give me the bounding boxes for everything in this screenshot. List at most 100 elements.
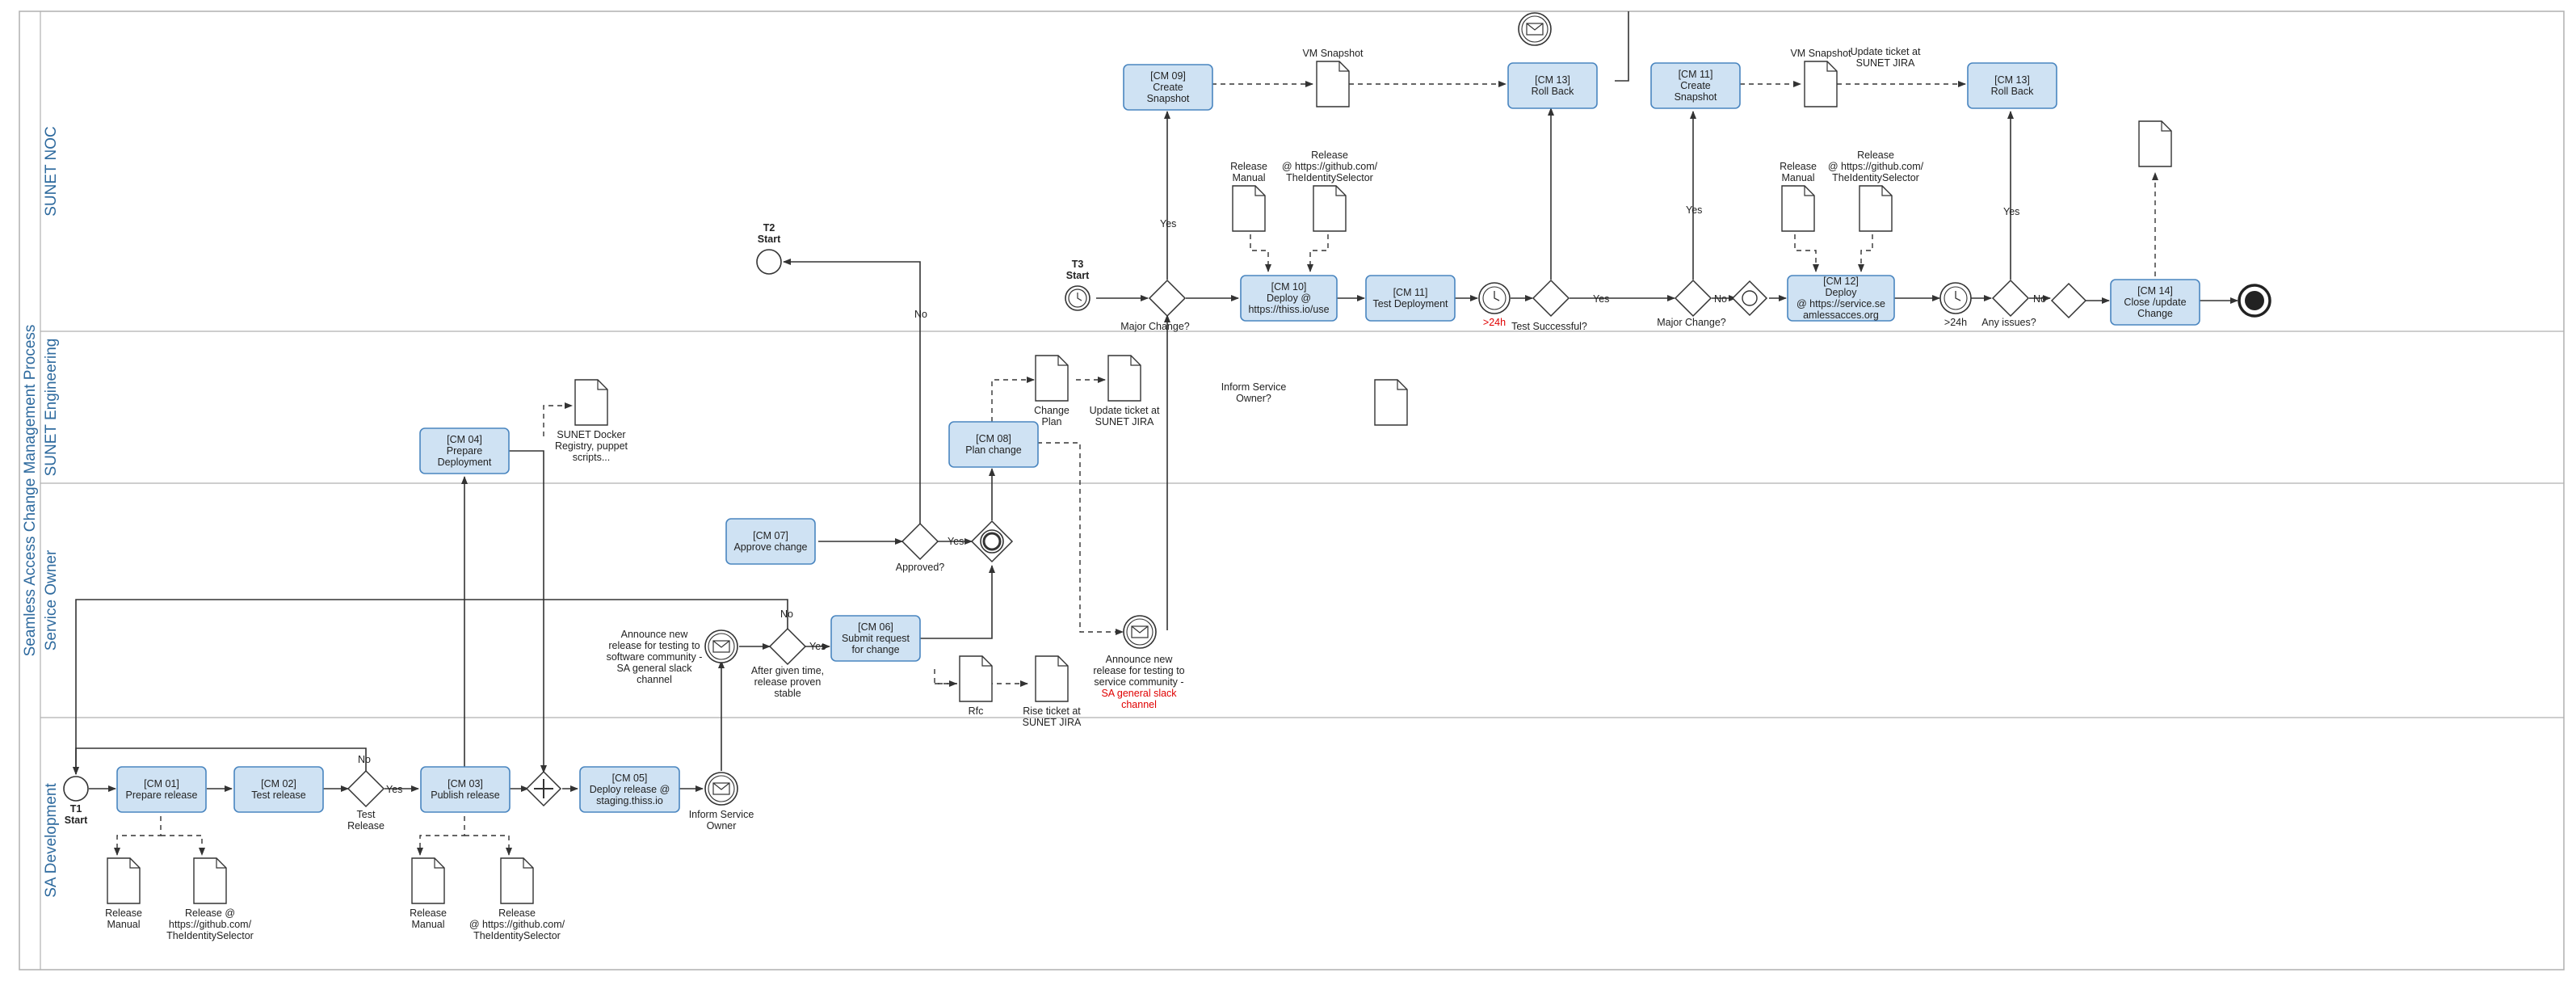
start-event-circle[interactable] [63, 776, 89, 802]
task-cm02[interactable]: [CM 02]Test release [233, 766, 324, 813]
gateway-diamond[interactable] [1532, 279, 1570, 318]
document-icon[interactable] [500, 857, 534, 904]
gateway-g-test-success[interactable]: Test Successful? [1511, 279, 1587, 332]
data-object-d-eng-blank[interactable] [1374, 379, 1408, 426]
task-cm10[interactable]: [CM 10]Deploy @https://thiss.io/use [1240, 275, 1338, 322]
document-icon[interactable] [1035, 355, 1069, 402]
task-cm13b[interactable]: [CM 13]Roll Back [1967, 62, 2057, 109]
task-box[interactable] [725, 518, 816, 565]
gateway-g-issues[interactable]: Any issues? [1981, 279, 2036, 328]
data-object-d-dev-github[interactable]: Release @https://github.com/TheIdentityS… [166, 857, 254, 941]
message-event[interactable] [704, 629, 738, 663]
task-box[interactable] [830, 615, 921, 662]
message-event[interactable] [704, 772, 738, 806]
task-box[interactable] [1365, 275, 1456, 322]
task-cm05[interactable]: [CM 05]Deploy release @staging.thiss.io [579, 766, 680, 813]
message-event[interactable] [1123, 615, 1157, 649]
document-icon[interactable] [193, 857, 227, 904]
task-cm08[interactable]: [CM 08]Plan change [948, 421, 1039, 468]
gateway-diamond[interactable] [347, 769, 385, 808]
document-icon[interactable] [1804, 61, 1838, 107]
gateway-diamond[interactable] [1731, 280, 1768, 317]
task-box[interactable] [1787, 275, 1895, 322]
data-object-d-rfc[interactable]: Rfc [959, 655, 993, 717]
task-cm01[interactable]: [CM 01]Prepare release [116, 766, 207, 813]
gateway-g-major2[interactable]: Major Change? [1657, 279, 1726, 328]
task-box[interactable] [579, 766, 680, 813]
task-box[interactable] [1123, 64, 1213, 111]
data-object-d-close-doc[interactable] [2138, 120, 2172, 167]
document-icon[interactable] [1781, 185, 1815, 232]
task-box[interactable] [420, 766, 511, 813]
data-object-d-pub-github[interactable]: Release@ https://github.com/TheIdentityS… [469, 857, 565, 941]
task-box[interactable] [2110, 279, 2200, 326]
gateway-diamond[interactable] [1148, 279, 1187, 318]
timer-event[interactable] [1939, 282, 1972, 314]
task-cm11a[interactable]: [CM 11]Test Deployment [1365, 275, 1456, 322]
document-icon[interactable] [1313, 185, 1347, 232]
task-cm03[interactable]: [CM 03]Publish release [420, 766, 511, 813]
task-box[interactable] [1507, 62, 1598, 109]
document-icon[interactable] [1859, 185, 1893, 232]
message-event[interactable] [1518, 12, 1552, 46]
document-icon[interactable] [1107, 355, 1141, 402]
data-object-d-noc-github2[interactable]: Release@ https://github.com/TheIdentityS… [1828, 149, 1924, 232]
task-box[interactable] [1650, 62, 1741, 109]
task-cm13a[interactable]: [CM 13]Roll Back [1507, 62, 1598, 109]
gateway-diamond[interactable] [1991, 279, 2030, 318]
gateway-diamond[interactable] [768, 627, 807, 666]
gateway-diamond[interactable] [1674, 279, 1712, 318]
document-icon[interactable] [2138, 120, 2172, 167]
document-icon[interactable] [1374, 379, 1408, 426]
document-icon[interactable] [959, 655, 993, 702]
timer-event[interactable] [1478, 282, 1511, 314]
data-object-d-vm1[interactable]: VM Snapshot [1302, 48, 1364, 107]
document-icon[interactable] [1232, 185, 1266, 232]
task-box[interactable] [233, 766, 324, 813]
gateway-diamond[interactable] [901, 522, 939, 561]
document-icon[interactable] [411, 857, 445, 904]
start-event-circle[interactable] [756, 249, 782, 275]
document-icon[interactable] [1035, 655, 1069, 702]
data-object-d-noc-github1[interactable]: Release@ https://github.com/TheIdentityS… [1282, 149, 1378, 232]
document-icon[interactable] [574, 379, 608, 426]
gateway-parallel[interactable] [525, 770, 562, 807]
task-box[interactable] [419, 427, 510, 474]
gateway-g-major1[interactable]: Major Change? [1120, 279, 1190, 332]
task-box[interactable] [1967, 62, 2057, 109]
gateway-g-approved[interactable]: Approved? [896, 522, 945, 573]
gateway-diamond[interactable] [2050, 282, 2087, 319]
task-cm07[interactable]: [CM 07]Approve change [725, 518, 816, 565]
task-box[interactable] [1240, 275, 1338, 322]
document-icon[interactable] [107, 857, 141, 904]
document-icon[interactable] [1316, 61, 1350, 107]
gateway-event2[interactable] [1731, 280, 1768, 317]
gateway-plain[interactable] [2050, 282, 2087, 319]
end-event[interactable] [2238, 284, 2271, 318]
gateway-event[interactable] [970, 520, 1014, 563]
data-object-d-vm2[interactable]: VM Snapshot [1790, 48, 1851, 107]
gateway-diamond[interactable] [970, 520, 1014, 563]
task-box[interactable] [116, 766, 207, 813]
task-box[interactable] [948, 421, 1039, 468]
